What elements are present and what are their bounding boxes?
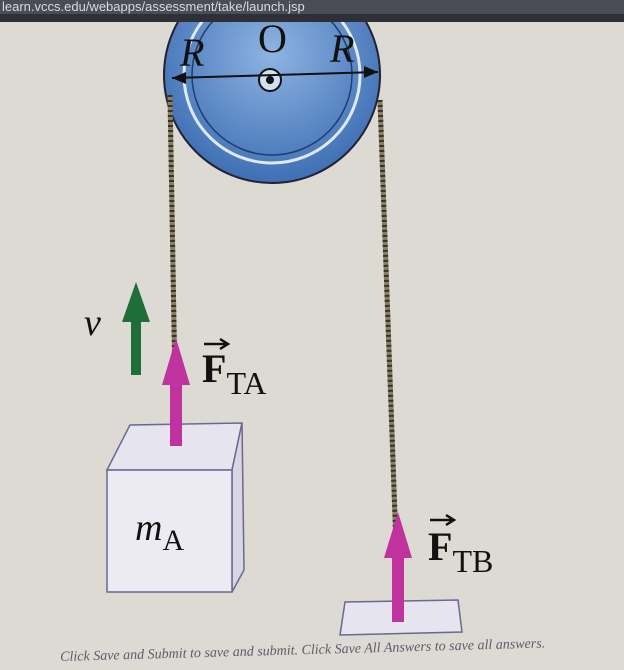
vector-arrow-icon [430, 513, 457, 527]
tension-a-label: FTA [202, 346, 267, 401]
pulley-center-label: O [258, 16, 287, 61]
radius-left-label: R [179, 30, 204, 75]
block-a [105, 422, 245, 593]
diameter-line [171, 71, 379, 79]
pulley [163, 0, 381, 184]
browser-url-bar[interactable]: learn.vccs.edu/webapps/assessment/take/l… [0, 0, 624, 14]
tension-b-arrow [384, 512, 412, 622]
velocity-label: v [84, 302, 101, 344]
tension-a-arrow [162, 338, 190, 446]
block-a-label: mA [135, 507, 184, 557]
tension-b-label: FTB [428, 524, 493, 579]
velocity-arrow [122, 282, 150, 375]
vector-arrow-icon [204, 337, 231, 351]
radius-right-label: R [329, 26, 354, 71]
screen-bezel [0, 14, 624, 22]
